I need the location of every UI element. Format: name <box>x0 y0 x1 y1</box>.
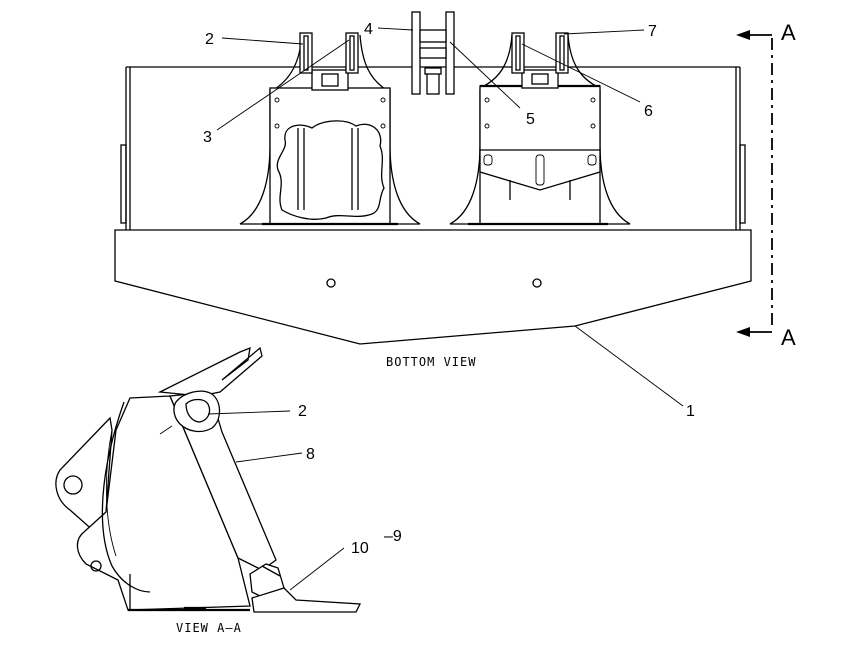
callout-4: 4 <box>364 21 373 38</box>
callout-6: 6 <box>644 103 653 120</box>
section-arrow-bottom <box>736 327 750 337</box>
section-line-aa: A A <box>736 20 796 350</box>
side-lift-bracket <box>157 346 263 397</box>
cutting-edge-plate <box>114 229 752 345</box>
section-arrow-top <box>736 30 750 40</box>
left-lift-bracket <box>239 34 421 226</box>
bolt-hole-left <box>326 278 336 288</box>
callout-2-top: 2 <box>205 31 214 48</box>
bottom-view-caption: BOTTOM VIEW <box>386 355 476 369</box>
right-lugs <box>511 32 569 74</box>
callout-10: 10 <box>351 540 369 557</box>
callouts: 1 2 2 3 4 5 6 7 8 –9 10 <box>203 21 695 557</box>
callout-8: 8 <box>306 446 315 463</box>
right-lift-bracket <box>449 34 631 226</box>
callout-2-side: 2 <box>298 403 307 420</box>
lift-bracket-lug <box>173 390 221 433</box>
view-aa: VIEW A–A <box>55 346 362 635</box>
callout-7: 7 <box>648 23 657 40</box>
callout-3: 3 <box>203 129 212 146</box>
section-mark-top: A <box>781 20 796 45</box>
tooth-tip <box>251 587 362 613</box>
cutaway-break <box>276 120 385 220</box>
left-lugs <box>299 32 359 74</box>
callout-9: –9 <box>384 528 402 545</box>
callout-1: 1 <box>686 403 695 420</box>
center-pin-assembly <box>411 11 455 95</box>
bucket-back-plate <box>120 66 746 230</box>
bottom-view: BOTTOM VIEW <box>114 11 752 407</box>
view-aa-caption: VIEW A–A <box>176 621 242 635</box>
callout-5: 5 <box>526 111 535 128</box>
leader-lines-top <box>216 27 684 407</box>
bolt-hole-right <box>532 278 542 288</box>
section-mark-bottom: A <box>781 325 796 350</box>
bucket-shell <box>76 395 251 611</box>
pin-hole <box>63 475 83 495</box>
